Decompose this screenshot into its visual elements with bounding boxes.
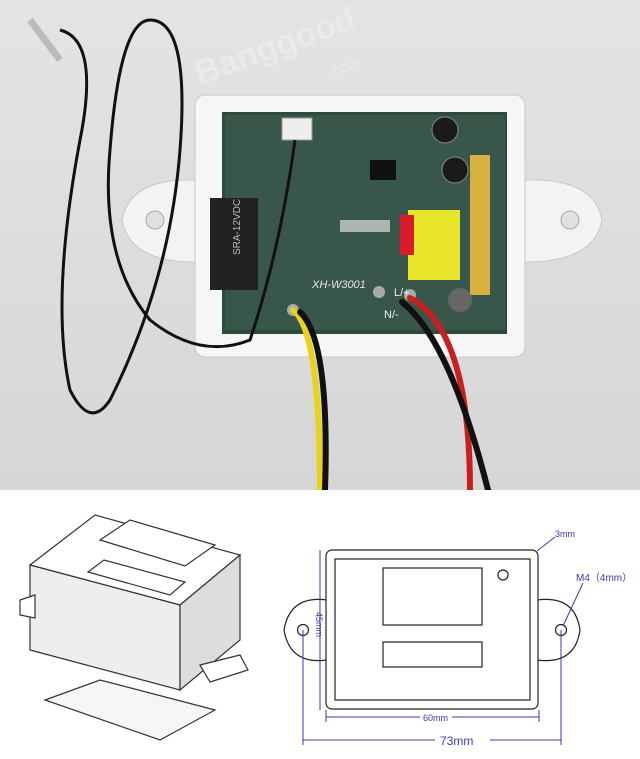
temperature-probe <box>27 17 63 63</box>
front-view <box>283 549 581 710</box>
pcb: SRA-12VDC XH-W3001 L/+ N/- <box>210 115 505 330</box>
dimension-drawing: 3mm M4（4mm） 45mm 60mm 73mm <box>19 514 632 748</box>
total-width-label: 73mm <box>440 734 473 748</box>
height-label: 45mm <box>314 612 324 637</box>
wires <box>290 295 491 490</box>
inner-width-label: 60mm <box>423 713 448 723</box>
transformer <box>408 210 460 280</box>
relay-label: SRA-12VDC <box>232 199 243 255</box>
terminal-neutral-label: N/- <box>384 309 399 321</box>
isometric-view <box>19 514 249 741</box>
terminal-load-label: L/+ <box>394 287 410 299</box>
dimension-lines <box>302 536 584 745</box>
board-model: XH-W3001 <box>311 279 366 291</box>
sensor-cable <box>27 17 297 415</box>
corner-radius-label: 3mm <box>555 529 575 539</box>
chip <box>370 160 396 180</box>
sensor-connector <box>281 117 313 141</box>
relay <box>210 198 258 290</box>
mount-hole-label: M4（4mm） <box>576 572 632 584</box>
product-photo: Banggood .com SRA-12VDC XH-W3001 L/+ N/- <box>0 0 640 490</box>
capacitor <box>431 116 459 144</box>
